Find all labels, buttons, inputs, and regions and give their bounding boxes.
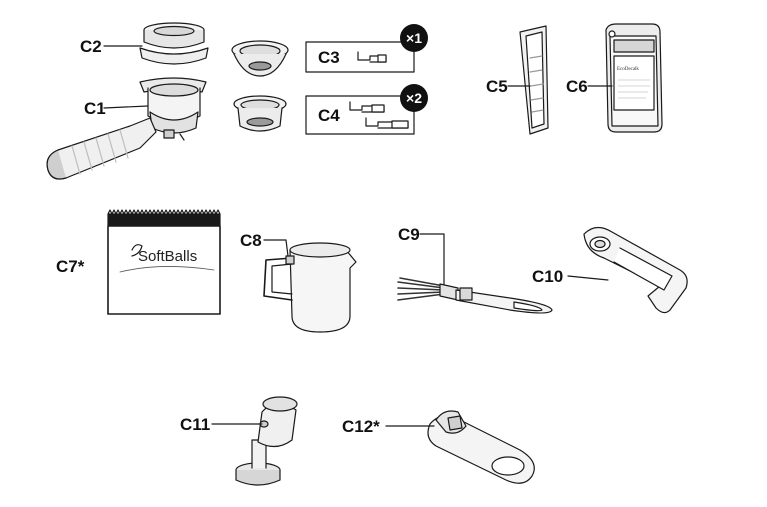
c8-leader-line	[263, 239, 289, 257]
c1-leader-line	[103, 105, 149, 109]
c5-test-strip-drawing	[519, 25, 549, 135]
c9-label: C9	[398, 225, 420, 244]
c4-spout-icon	[349, 101, 409, 129]
svg-text:×1: ×1	[406, 30, 422, 46]
c5-label: C5	[486, 77, 508, 96]
c3-quantity-badge: ×1	[400, 24, 428, 52]
c4-label: C4	[318, 106, 340, 125]
c9-leader-line	[419, 233, 445, 285]
c6-descaler-package-drawing: EcoDecalk	[605, 23, 663, 133]
c3-spout-icon	[357, 51, 387, 63]
c10-label: C10	[532, 267, 563, 286]
c6-brand-text: EcoDecalk	[617, 67, 639, 72]
c10-tool-drawing	[583, 226, 688, 314]
c3-label: C3	[318, 48, 340, 67]
c12-label: C12*	[342, 417, 380, 436]
c7-label: C7*	[56, 257, 85, 276]
c8-milk-pitcher-drawing	[263, 242, 357, 333]
svg-text:×2: ×2	[406, 90, 422, 106]
c10-leader-line	[567, 275, 609, 281]
c3-label-box	[305, 41, 415, 73]
c2-ring-drawing	[139, 22, 209, 65]
c7-brand-text: SoftBalls	[138, 248, 197, 265]
c3-basket-drawing	[231, 40, 289, 77]
c1-portafilter-drawing	[46, 77, 207, 180]
c11-tamper-drawing	[235, 396, 298, 486]
c9-brush-drawing	[397, 277, 553, 314]
c4-quantity-badge: ×2	[400, 84, 428, 112]
c2-label: C2	[80, 37, 102, 56]
c11-label: C11	[180, 415, 210, 434]
c8-label: C8	[240, 231, 262, 250]
c6-label: C6	[566, 77, 588, 96]
c1-label: C1	[84, 99, 106, 118]
c12-holder-drawing	[427, 410, 535, 484]
c7-softballs-pack-drawing: SoftBalls	[107, 209, 221, 315]
c4-basket-drawing	[233, 95, 287, 132]
